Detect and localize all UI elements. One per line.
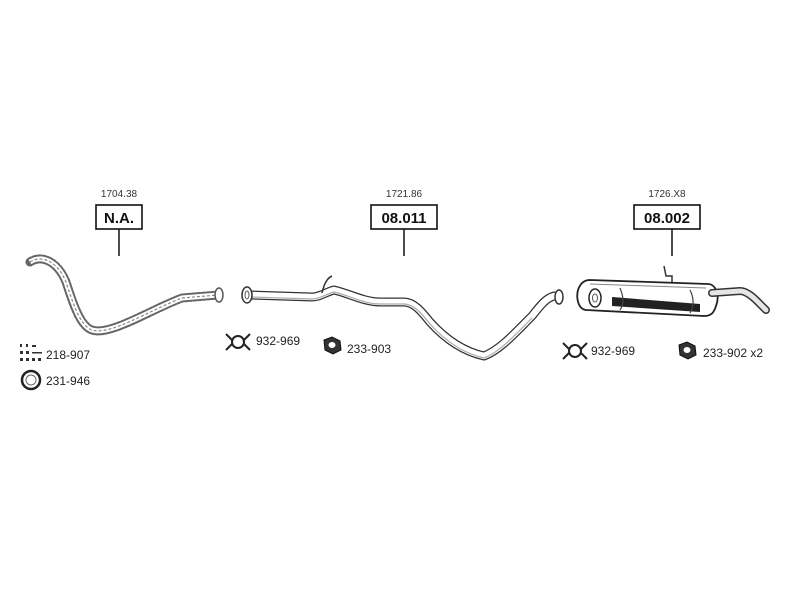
front-pipe-part[interactable] <box>25 254 224 336</box>
part-number-label: 218-907 <box>46 348 90 362</box>
pipe-clamp-icon <box>562 342 588 360</box>
gasket-ring-icon <box>20 369 42 391</box>
rear-silencer-part[interactable] <box>576 265 770 317</box>
hex-nut-icon <box>678 341 697 360</box>
part-code-label: 08.011 <box>381 210 426 227</box>
section-ref-label: 1721.86 <box>386 189 423 200</box>
part-code-label: N.A. <box>104 210 134 227</box>
part-number-label: 231-946 <box>46 374 90 388</box>
part-number-label: 233-903 <box>347 342 391 356</box>
section-front-pipe: 1704.38 N.A. <box>25 189 224 336</box>
part-item-gasket-ring[interactable]: 231-946 <box>20 369 90 391</box>
section-rear-silencer: 1726.X8 08.002 <box>576 189 770 317</box>
bolt-set-icon <box>20 344 42 361</box>
hex-nut-icon <box>323 336 342 355</box>
pipe-clamp-icon <box>225 333 251 351</box>
middle-pipe-part[interactable] <box>241 275 564 361</box>
section-ref-label: 1726.X8 <box>648 189 686 200</box>
part-number-label: 932-969 <box>256 334 300 348</box>
part-item-hex-nut[interactable]: 233-902 x2 <box>678 341 763 360</box>
section-ref-label: 1704.38 <box>101 189 138 200</box>
part-item-pipe-clamp[interactable]: 932-969 <box>225 333 300 351</box>
part-number-label: 932-969 <box>591 344 635 358</box>
part-code-box[interactable] <box>370 204 438 230</box>
part-code-box[interactable] <box>633 204 701 230</box>
part-item-hex-nut[interactable]: 233-903 <box>323 336 391 356</box>
part-item-bolt-set[interactable]: 218-907 <box>20 344 90 362</box>
section-middle-pipe: 1721.86 08.011 <box>241 189 564 361</box>
part-item-pipe-clamp[interactable]: 932-969 <box>562 342 635 360</box>
part-code-label: 08.002 <box>644 210 690 227</box>
part-number-label: 233-902 x2 <box>703 346 763 360</box>
